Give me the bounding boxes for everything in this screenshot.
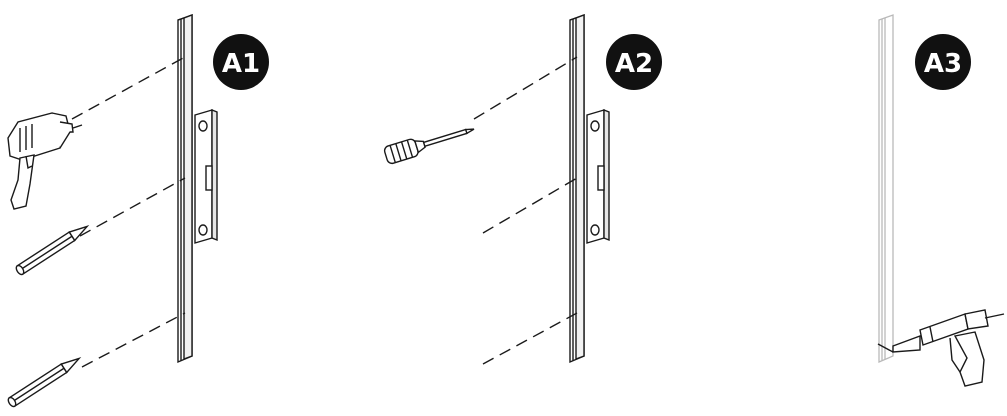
drill-icon bbox=[7, 112, 83, 210]
guide-line bbox=[473, 56, 578, 120]
guide-line bbox=[71, 56, 186, 120]
strike-plate bbox=[586, 108, 610, 244]
step-label: A1 bbox=[222, 49, 260, 79]
step-a1: A1 bbox=[7, 13, 269, 408]
pencil-icon bbox=[7, 357, 82, 408]
strike-plate bbox=[194, 108, 218, 244]
screwdriver-icon bbox=[383, 128, 475, 165]
guide-line bbox=[482, 177, 578, 234]
guide-line bbox=[79, 177, 186, 237]
frame-profile bbox=[177, 13, 193, 364]
frame-profile-faint bbox=[878, 14, 894, 363]
step-label: A3 bbox=[924, 49, 962, 79]
caulk-gun-icon bbox=[877, 309, 1005, 387]
pencil-icon bbox=[15, 225, 90, 276]
guide-line bbox=[81, 312, 186, 368]
step-badge-a2: A2 bbox=[606, 34, 662, 90]
frame-profile bbox=[569, 13, 585, 364]
step-label: A2 bbox=[615, 49, 653, 79]
step-badge-a1: A1 bbox=[213, 34, 269, 90]
step-a2: A2 bbox=[383, 13, 662, 365]
step-badge-a3: A3 bbox=[915, 34, 971, 90]
guide-line bbox=[482, 312, 578, 365]
step-a3: A3 bbox=[877, 14, 1005, 387]
